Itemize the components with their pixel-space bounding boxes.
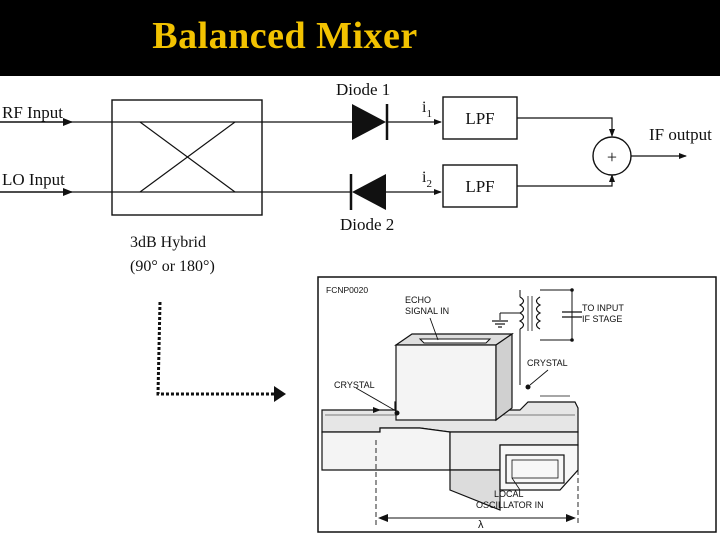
coil-right	[535, 296, 542, 330]
if-stage-label-line2: IF STAGE	[582, 314, 622, 324]
crystal-left-label: CRYSTAL	[334, 380, 375, 390]
local-oscillator-label-line1: LOCAL	[494, 489, 524, 499]
lo-port-opening	[505, 454, 565, 484]
lo-input-label: LO Input	[2, 170, 65, 189]
lambda-label: λ	[478, 519, 484, 531]
current-i1-label: i1	[422, 99, 432, 120]
echo-arm	[395, 344, 497, 421]
hybrid-label-line1: 3dB Hybrid	[130, 234, 206, 251]
lpf-1-label: LPF	[465, 109, 494, 128]
slide-title: Balanced Mixer	[152, 15, 418, 57]
diode-2-symbol	[352, 174, 386, 210]
waveguide-front-left	[321, 427, 451, 471]
if-stage-label-line1: TO INPUT	[582, 303, 624, 313]
diode-2-label: Diode 2	[340, 215, 394, 234]
hybrid-cross-b	[139, 121, 236, 193]
echo-label-line1: ECHO	[405, 295, 431, 305]
diode-1-symbol	[352, 104, 386, 140]
if-output-label: IF output	[649, 125, 712, 144]
lpf-2-label: LPF	[465, 177, 494, 196]
waveguide-drawing: FCNP0020	[317, 276, 717, 533]
diode-1-label: Diode 1	[336, 80, 390, 99]
title-bar	[0, 0, 720, 76]
rf-input-label: RF Input	[2, 103, 63, 122]
mixer-schematic: RF Input LO Input 3dB Hybrid (90° or 180…	[0, 80, 712, 275]
connector-arrowhead	[274, 386, 286, 402]
crystal-right-marker	[525, 384, 531, 390]
summer-symbol: +	[607, 147, 617, 167]
crystal-left-marker	[394, 410, 400, 416]
hybrid-box	[111, 99, 263, 216]
drawing-code: FCNP0020	[326, 285, 368, 295]
dotted-connector	[156, 301, 276, 396]
crystal-right-label: CRYSTAL	[527, 358, 568, 368]
hybrid-label-line2: (90° or 180°)	[130, 258, 215, 275]
local-oscillator-label-line2: OSCILLATOR IN	[476, 500, 544, 510]
echo-label-line2: SIGNAL IN	[405, 306, 449, 316]
current-i2-label: i2	[422, 169, 432, 190]
